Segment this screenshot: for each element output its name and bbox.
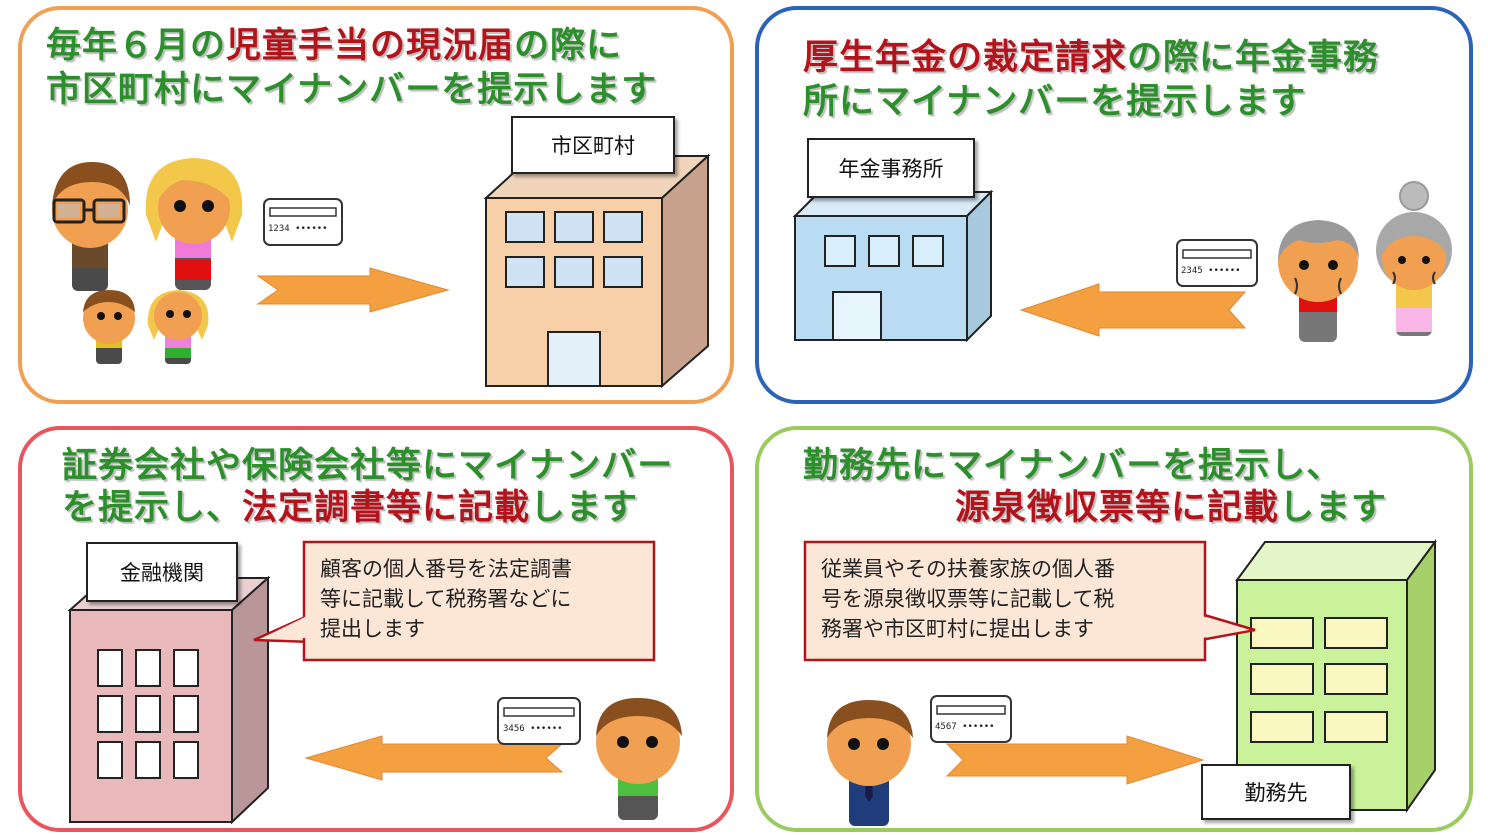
pension-office-building-icon [792, 189, 994, 343]
title-highlight: 法定調書等に記載 [242, 488, 531, 528]
card-icon [497, 697, 581, 745]
mother-icon [145, 158, 243, 290]
title-text: します [1279, 488, 1388, 528]
callout-line: 提出します [320, 617, 425, 641]
panel-pension: 厚生年金の裁定請求の際に年金事務 所にマイナンバーを提示します [755, 6, 1473, 404]
panel-title-line2: 所にマイナンバーを提示します [803, 82, 1307, 122]
callout-line: 従業員やその扶養家族の個人番 [821, 557, 1115, 581]
callout-text: 顧客の個人番号を法定調書 等に記載して税務署などに 提出します [320, 554, 572, 644]
grandmother-icon [1376, 181, 1452, 336]
callout-text: 従業員やその扶養家族の個人番 号を源泉徴収票等に記載して税 務署や市区町村に提出… [821, 554, 1115, 644]
callout-line: 等に記載して税務署などに [320, 587, 572, 611]
card-number: 3456 •••••• [503, 724, 563, 734]
building-label: 年金事務所 [807, 138, 975, 198]
boy-icon [83, 290, 135, 364]
city-hall-building-icon [483, 153, 711, 389]
girl-icon [147, 290, 209, 364]
panel-municipal: 毎年６月の児童手当の現況届の際に 市区町村にマイナンバーを提示します [18, 6, 734, 404]
panel-title: 証券会社や保険会社等にマイナンバー [62, 446, 674, 486]
callout-line: 号を源泉徴収票等に記載して税 [821, 587, 1115, 611]
callout-line: 務署や市区町村に提出します [821, 617, 1094, 641]
arrow-left-icon [1019, 283, 1247, 337]
grandfather-icon [1278, 220, 1359, 342]
card-icon [1176, 239, 1258, 287]
arrow-right-icon [256, 267, 450, 313]
title-text: します [530, 488, 639, 528]
card-icon [263, 198, 343, 246]
arrow-left-icon [304, 735, 564, 781]
panel-title: 厚生年金の裁定請求の際に年金事務 [803, 36, 1379, 80]
building-label: 金融機関 [86, 542, 238, 602]
panel-title: 勤務先にマイナンバーを提示し、 [803, 446, 1343, 486]
title-highlight: 児童手当の現況届 [226, 26, 515, 66]
callout-line: 顧客の個人番号を法定調書 [320, 557, 572, 581]
building-label: 市区町村 [511, 116, 675, 174]
panel-title-line2: を提示し、法定調書等に記載します [62, 486, 638, 530]
title-text: の際に [514, 26, 623, 66]
panel-title-line2: 市区町村にマイナンバーを提示します [46, 70, 658, 110]
arrow-right-icon [945, 735, 1205, 785]
card-icon [930, 695, 1012, 743]
panel-title-line2: 源泉徴収票等に記載します [955, 486, 1387, 530]
title-text: を提示し、 [62, 488, 243, 528]
card-number: 4567 •••••• [935, 722, 995, 732]
card-number: 1234 •••••• [268, 224, 328, 234]
title-highlight: 厚生年金の裁定請求 [803, 38, 1128, 78]
father-icon [52, 162, 130, 291]
panel-employer: 勤務先にマイナンバーを提示し、 源泉徴収票等に記載します [755, 426, 1473, 832]
building-label: 勤務先 [1201, 764, 1351, 820]
title-highlight: 源泉徴収票等に記載 [955, 488, 1280, 528]
card-number: 2345 •••••• [1181, 266, 1241, 276]
businessman-icon [827, 700, 913, 826]
bank-building-icon [67, 575, 271, 825]
title-text: の際に年金事務 [1127, 38, 1380, 78]
panel-securities: 証券会社や保険会社等にマイナンバー を提示し、法定調書等に記載します [18, 426, 734, 832]
panel-title: 毎年６月の児童手当の現況届の際に [46, 24, 622, 68]
title-text: 毎年６月の [46, 26, 227, 66]
person-icon [596, 698, 682, 820]
